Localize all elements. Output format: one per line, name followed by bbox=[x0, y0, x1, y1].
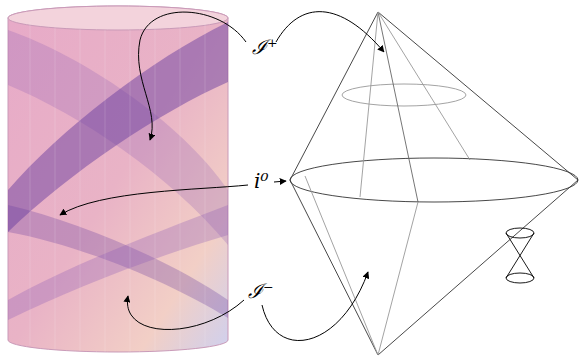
infinity-label: i⁰ bbox=[252, 170, 270, 192]
infinity-label: ℐ⁻ bbox=[246, 280, 276, 302]
light-cone bbox=[506, 228, 534, 283]
penrose-diamond bbox=[290, 12, 578, 355]
leader-arrows bbox=[60, 12, 384, 341]
einstein-cylinder bbox=[8, 6, 228, 352]
infinity-label: ℐ⁺ bbox=[250, 36, 280, 58]
